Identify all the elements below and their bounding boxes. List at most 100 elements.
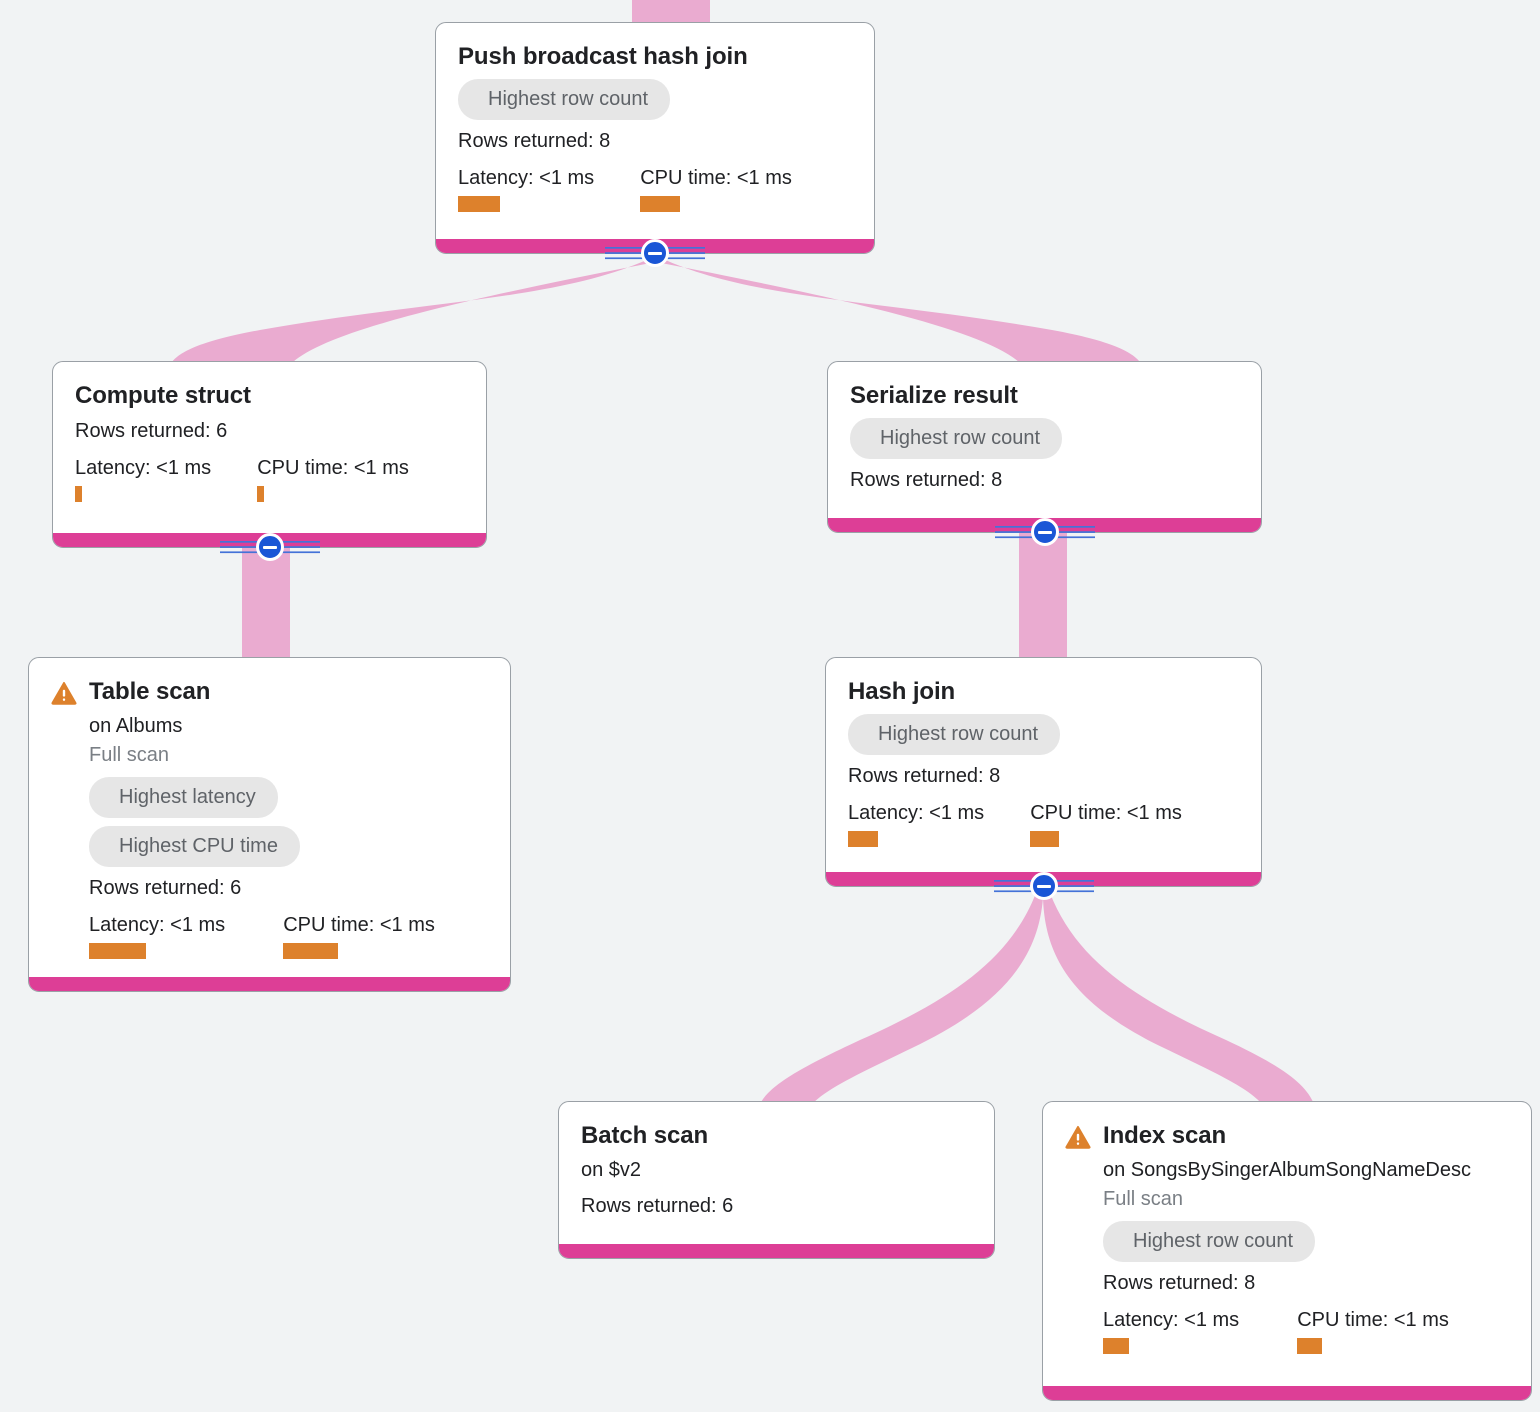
latency-label: Latency: <1 ms bbox=[1103, 1309, 1240, 1332]
node-metrics: Latency: <1 ms CPU time: <1 ms bbox=[89, 914, 488, 960]
node-subtitle: on Albums bbox=[89, 715, 183, 738]
edge-push-to-serialize-result bbox=[656, 258, 1140, 362]
warning-icon bbox=[51, 681, 77, 705]
metric-latency: Latency: <1 ms bbox=[458, 167, 595, 213]
badge-serialize-result-0: Highest row count bbox=[850, 418, 1063, 460]
latency-bar bbox=[89, 943, 146, 960]
edge-hash-join-to-batch-scan bbox=[760, 893, 1043, 1104]
node-title-row: Compute struct bbox=[75, 382, 464, 410]
collapse-minus-icon[interactable] bbox=[641, 239, 669, 267]
cpu-time-label: CPU time: <1 ms bbox=[640, 167, 792, 190]
plan-node-push-broadcast-hash-join[interactable]: Push broadcast hash join Highest row cou… bbox=[435, 22, 875, 254]
collapse-minus-icon[interactable] bbox=[1030, 518, 1059, 546]
plan-node-batch-scan[interactable]: Batch scan on $v2 Rows returned: 6 bbox=[558, 1101, 995, 1259]
node-scan-note: Full scan bbox=[89, 744, 170, 767]
node-title-row: Table scan bbox=[51, 678, 488, 706]
rows-returned: Rows returned: 6 bbox=[89, 877, 242, 900]
node-details: Highest row count Rows returned: 8 Laten… bbox=[458, 71, 852, 213]
edge-hash-join-to-index-scan bbox=[1043, 893, 1314, 1104]
collapse-toggle-push-broadcast-hash-join[interactable] bbox=[605, 238, 705, 268]
node-metrics: Latency: <1 ms CPU time: <1 ms bbox=[1103, 1309, 1509, 1355]
badge-table-scan-0: Highest latency bbox=[89, 777, 278, 819]
node-body: Index scan on SongsBySingerAlbumSongName… bbox=[1043, 1102, 1531, 1386]
node-title: Hash join bbox=[848, 678, 956, 705]
node-details: Rows returned: 6 Latency: <1 ms CPU time… bbox=[75, 410, 464, 503]
node-title: Batch scan bbox=[581, 1122, 709, 1149]
badge-index-scan-0: Highest row count bbox=[1103, 1221, 1316, 1263]
edge-compute-struct-to-table-scan bbox=[242, 548, 290, 660]
latency-label: Latency: <1 ms bbox=[848, 802, 985, 825]
node-details: Highest row count Rows returned: 8 Laten… bbox=[848, 706, 1239, 848]
node-metrics: Latency: <1 ms CPU time: <1 ms bbox=[75, 457, 464, 503]
rows-returned: Rows returned: 8 bbox=[458, 130, 611, 153]
badge-table-scan-1: Highest CPU time bbox=[89, 826, 300, 868]
rows-returned: Rows returned: 6 bbox=[581, 1195, 734, 1218]
collapse-minus-icon[interactable] bbox=[255, 533, 284, 561]
cpu-time-label: CPU time: <1 ms bbox=[1030, 802, 1182, 825]
badge-hash-join-0: Highest row count bbox=[848, 714, 1061, 756]
node-body: Push broadcast hash join Highest row cou… bbox=[436, 23, 874, 239]
node-title: Index scan bbox=[1103, 1122, 1227, 1149]
node-footer-bar bbox=[1043, 1386, 1531, 1400]
metric-latency: Latency: <1 ms bbox=[75, 457, 212, 503]
node-title: Serialize result bbox=[850, 382, 1018, 409]
node-title: Compute struct bbox=[75, 382, 251, 409]
rows-returned: Rows returned: 8 bbox=[850, 469, 1003, 492]
cpu-time-label: CPU time: <1 ms bbox=[1297, 1309, 1449, 1332]
node-metrics: Latency: <1 ms CPU time: <1 ms bbox=[848, 802, 1239, 848]
node-metrics: Latency: <1 ms CPU time: <1 ms bbox=[458, 167, 852, 213]
plan-node-index-scan[interactable]: Index scan on SongsBySingerAlbumSongName… bbox=[1042, 1101, 1532, 1401]
node-body: Serialize result Highest row count Rows … bbox=[828, 362, 1261, 518]
node-title-row: Push broadcast hash join bbox=[458, 43, 852, 71]
latency-bar bbox=[75, 486, 82, 503]
plan-node-hash-join[interactable]: Hash join Highest row count Rows returne… bbox=[825, 657, 1262, 887]
plan-node-table-scan[interactable]: Table scan on Albums Full scan Highest l… bbox=[28, 657, 511, 992]
plan-node-serialize-result[interactable]: Serialize result Highest row count Rows … bbox=[827, 361, 1262, 533]
cpu-time-bar bbox=[1030, 831, 1060, 848]
node-title-row: Hash join bbox=[848, 678, 1239, 706]
node-body: Table scan on Albums Full scan Highest l… bbox=[29, 658, 510, 977]
cpu-time-bar bbox=[640, 196, 681, 213]
badge-push-broadcast-hash-join-0: Highest row count bbox=[458, 79, 671, 121]
node-body: Hash join Highest row count Rows returne… bbox=[826, 658, 1261, 872]
latency-label: Latency: <1 ms bbox=[458, 167, 595, 190]
node-footer-bar bbox=[29, 977, 510, 991]
node-body: Compute struct Rows returned: 6 Latency:… bbox=[53, 362, 486, 533]
latency-label: Latency: <1 ms bbox=[75, 457, 212, 480]
collapse-toggle-compute-struct[interactable] bbox=[219, 532, 320, 562]
metric-cpu-time: CPU time: <1 ms bbox=[1030, 802, 1182, 848]
metric-latency: Latency: <1 ms bbox=[1103, 1309, 1240, 1355]
cpu-time-bar bbox=[283, 943, 339, 960]
cpu-time-label: CPU time: <1 ms bbox=[283, 914, 435, 937]
metric-cpu-time: CPU time: <1 ms bbox=[640, 167, 792, 213]
edge-serialize-result-to-hash-join bbox=[1019, 533, 1067, 660]
latency-label: Latency: <1 ms bbox=[89, 914, 226, 937]
collapse-toggle-hash-join[interactable] bbox=[993, 871, 1094, 901]
rows-returned: Rows returned: 6 bbox=[75, 420, 228, 443]
rows-returned: Rows returned: 8 bbox=[1103, 1272, 1256, 1295]
node-body: Batch scan on $v2 Rows returned: 6 bbox=[559, 1102, 994, 1244]
node-details: on $v2 Rows returned: 6 bbox=[581, 1150, 972, 1218]
cpu-time-bar bbox=[1297, 1338, 1323, 1355]
metric-cpu-time: CPU time: <1 ms bbox=[283, 914, 435, 960]
collapse-minus-icon[interactable] bbox=[1029, 872, 1058, 900]
node-subtitle: on SongsBySingerAlbumSongNameDesc bbox=[1103, 1159, 1471, 1182]
node-details: on SongsBySingerAlbumSongNameDesc Full s… bbox=[1065, 1150, 1509, 1355]
plan-node-compute-struct[interactable]: Compute struct Rows returned: 6 Latency:… bbox=[52, 361, 487, 548]
cpu-time-bar bbox=[257, 486, 265, 503]
metric-cpu-time: CPU time: <1 ms bbox=[257, 457, 409, 503]
collapse-toggle-serialize-result[interactable] bbox=[994, 517, 1095, 547]
node-title-row: Index scan bbox=[1065, 1122, 1509, 1150]
node-title: Push broadcast hash join bbox=[458, 43, 748, 70]
node-scan-note: Full scan bbox=[1103, 1188, 1184, 1211]
latency-bar bbox=[458, 196, 500, 213]
node-title-row: Batch scan bbox=[581, 1122, 972, 1150]
node-title: Table scan bbox=[89, 678, 211, 705]
edge-push-to-compute-struct bbox=[172, 258, 656, 362]
node-details: Highest row count Rows returned: 8 bbox=[850, 410, 1239, 492]
latency-bar bbox=[848, 831, 878, 848]
node-subtitle: on $v2 bbox=[581, 1159, 642, 1182]
warning-icon bbox=[1065, 1125, 1091, 1149]
